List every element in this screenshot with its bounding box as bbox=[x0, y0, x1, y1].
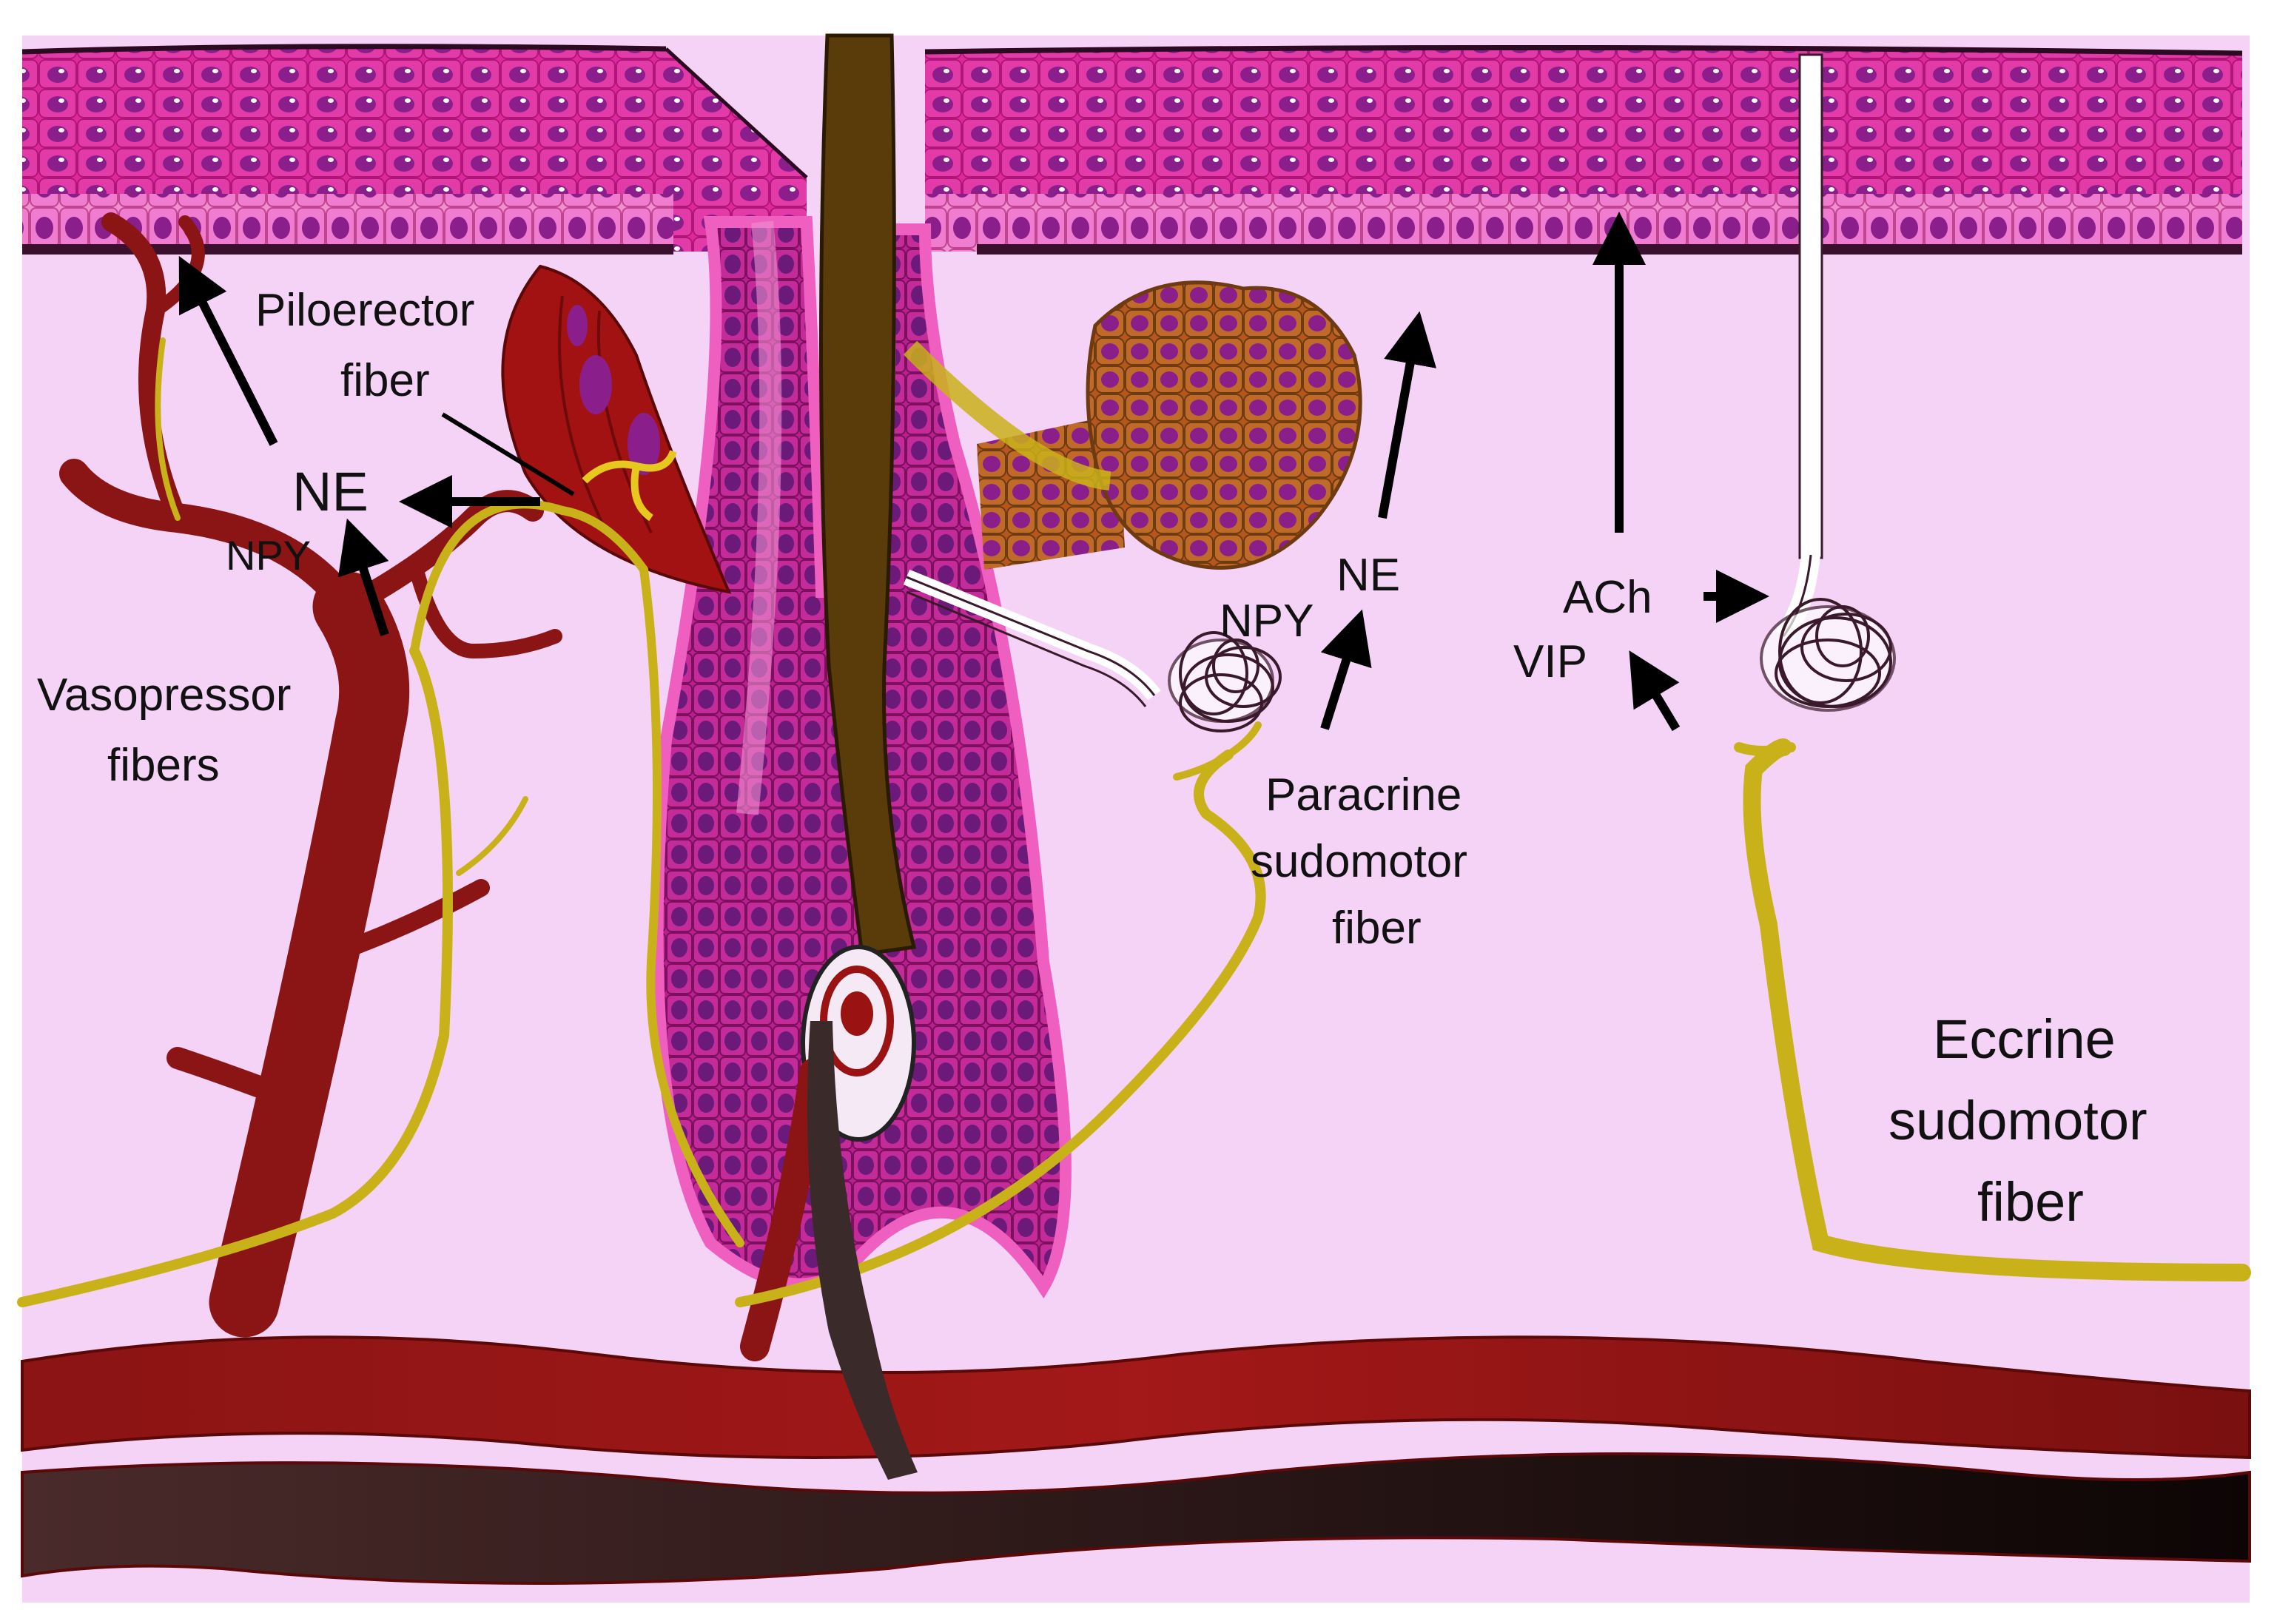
up-arrow-icon bbox=[178, 255, 278, 446]
label-paracrine-1: Paracrine bbox=[1265, 769, 1462, 821]
hair-shaft bbox=[818, 33, 917, 957]
epidermis-right bbox=[924, 44, 2243, 252]
up-arrow-icon bbox=[1378, 311, 1437, 519]
coiled-gland-icon-eccrine bbox=[1760, 598, 1896, 712]
up-arrow-icon bbox=[1629, 650, 1681, 732]
deep-venule bbox=[21, 1452, 2251, 1585]
label-npy-left: NPY bbox=[226, 532, 311, 579]
basement-membrane-right bbox=[977, 244, 2242, 255]
label-vasopressor-1: Vasopressor bbox=[37, 670, 291, 721]
paracrine-sweat-gland bbox=[903, 569, 1282, 732]
label-eccrine-1: Eccrine bbox=[1933, 1008, 2116, 1070]
epidermis-left bbox=[21, 44, 808, 252]
piloerector-nerve-terminal bbox=[582, 450, 677, 522]
coiled-gland-icon bbox=[1168, 631, 1282, 732]
label-ne-mid: NE bbox=[1336, 550, 1400, 601]
up-arrow-icon bbox=[1320, 609, 1372, 730]
piloerector-pointer bbox=[441, 412, 575, 496]
follicle-vessel bbox=[807, 1021, 918, 1480]
label-ne-left: NE bbox=[292, 461, 369, 522]
label-vip: VIP bbox=[1513, 636, 1587, 687]
label-piloerector-2: fiber bbox=[340, 355, 430, 406]
label-vasopressor-2: fibers bbox=[107, 740, 220, 791]
basement-membrane-left bbox=[22, 244, 673, 255]
label-npy-mid: NPY bbox=[1220, 596, 1314, 647]
up-arrow-icon bbox=[337, 518, 389, 636]
label-ach: ACh bbox=[1563, 572, 1652, 623]
label-paracrine-2: sudomotor bbox=[1251, 836, 1467, 887]
label-eccrine-3: fiber bbox=[1977, 1171, 2084, 1233]
sebaceous-gland bbox=[903, 280, 1362, 570]
eccrine-sweat-gland bbox=[1760, 53, 1896, 712]
paracrine-sudomotor-nerve bbox=[735, 721, 1266, 1307]
label-piloerector-1: Piloerector bbox=[255, 285, 474, 336]
eccrine-sudomotor-nerve bbox=[1734, 738, 2251, 1281]
label-eccrine-2: sudomotor bbox=[1888, 1090, 2147, 1151]
label-paracrine-3: fiber bbox=[1332, 903, 1422, 954]
deep-arteriole bbox=[21, 1335, 2251, 1460]
arrows bbox=[178, 212, 1769, 732]
